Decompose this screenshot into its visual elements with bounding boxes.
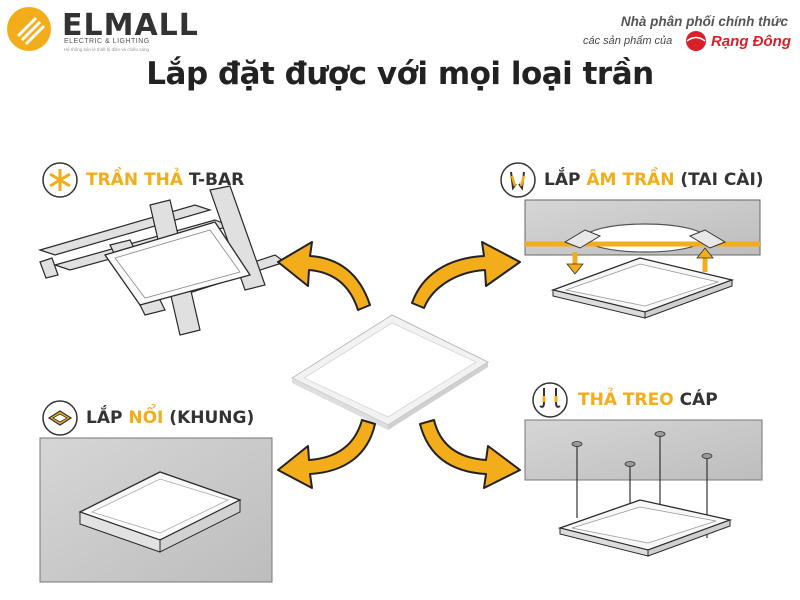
label-tbar-rest: T-BAR — [182, 170, 245, 190]
label-surface-rest: (KHUNG) — [163, 408, 255, 428]
recessed-ceiling-illustration — [524, 199, 761, 319]
label-surface: LẮP NỔI (KHUNG) — [86, 408, 254, 428]
led-panel-illustration — [290, 314, 490, 430]
arrow-up-right — [411, 241, 521, 309]
cable-suspension-illustration — [524, 419, 763, 557]
rang-dong-logo: Rạng Đông — [686, 31, 791, 51]
brand-subtitle: ELECTRIC & LIGHTING — [64, 38, 150, 45]
brand-tagline: Hệ thống bán lẻ thiết bị điện và chiếu s… — [64, 47, 150, 52]
tbar-ceiling-illustration — [37, 185, 287, 336]
label-cable-highlight: THẢ TREO — [578, 390, 674, 410]
partner-brand-text: Rạng Đông — [711, 33, 791, 50]
label-cable-rest: CÁP — [673, 390, 718, 410]
arrow-down-left — [277, 419, 376, 489]
frame-icon — [42, 400, 78, 436]
clip-icon — [500, 162, 536, 198]
surface-mount-illustration — [39, 437, 273, 583]
arrow-down-right — [419, 419, 521, 489]
label-recessed-highlight: ÂM TRẦN — [586, 170, 675, 190]
distributor-subtitle: các sản phẩm của — [583, 35, 673, 47]
brand-name: ELMALL — [62, 8, 199, 43]
label-cable: THẢ TREO CÁP — [578, 390, 718, 410]
hook-icon — [532, 382, 568, 418]
distributor-title: Nhà phân phối chính thức — [620, 14, 788, 29]
tbar-icon — [42, 162, 78, 198]
elmall-logo-icon — [7, 7, 51, 51]
label-recessed-prefix: LẮP — [544, 170, 587, 190]
label-tbar: TRẦN THẢ T-BAR — [86, 170, 244, 190]
arrow-up-left — [277, 241, 371, 311]
label-tbar-highlight: TRẦN THẢ — [86, 170, 183, 190]
page-title: Lắp đặt được với mọi loại trần — [146, 56, 654, 92]
direction-arrows — [277, 241, 521, 489]
label-recessed: LẮP ÂM TRẦN (TAI CÀI) — [544, 170, 764, 190]
label-recessed-rest: (TAI CÀI) — [674, 170, 764, 190]
label-surface-highlight: NỔI — [128, 408, 164, 428]
label-surface-prefix: LẮP — [86, 408, 129, 428]
